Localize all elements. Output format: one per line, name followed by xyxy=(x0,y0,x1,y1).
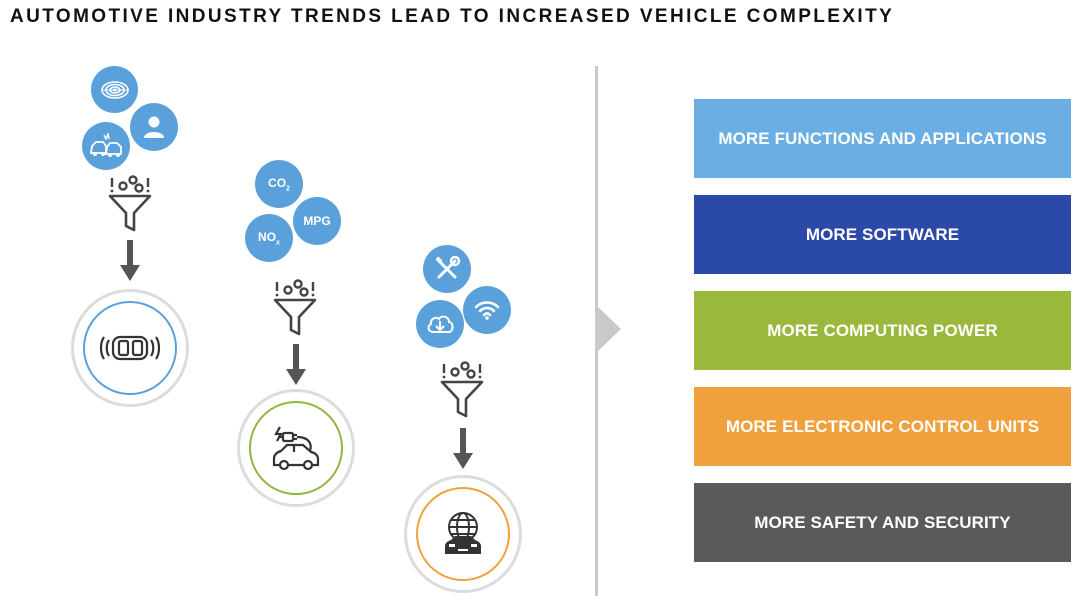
page-title: AUTOMOTIVE INDUSTRY TRENDS LEAD TO INCRE… xyxy=(10,6,895,27)
outcome-bar-label: MORE ELECTRONIC CONTROL UNITS xyxy=(725,416,1040,436)
funnel-icon xyxy=(273,279,317,336)
mpg-label: MPG xyxy=(303,214,331,228)
tools-icon xyxy=(423,245,471,293)
nox-label: NO xyxy=(258,229,277,244)
outcome-bar-label: MORE FUNCTIONS AND APPLICATIONS xyxy=(718,128,1047,148)
funnel-icon xyxy=(108,175,152,232)
mpg-bubble: MPG xyxy=(293,197,341,245)
car-collision-icon xyxy=(82,122,130,170)
co2-bubble: CO2 xyxy=(255,160,303,208)
down-arrow-icon xyxy=(286,344,306,385)
wifi-icon xyxy=(463,286,511,334)
co2-subscript: 2 xyxy=(286,185,290,193)
person-icon xyxy=(130,103,178,151)
connected-car-globe-icon xyxy=(416,487,510,581)
co2-label: CO xyxy=(268,175,287,190)
outcome-bar-label: MORE SAFETY AND SECURITY xyxy=(754,512,1011,532)
outcome-bar: MORE ELECTRONIC CONTROL UNITS xyxy=(694,387,1071,466)
nox-bubble: NOx xyxy=(245,214,293,262)
outcome-bar-label: MORE COMPUTING POWER xyxy=(767,320,998,340)
funnel-icon xyxy=(440,361,484,418)
outcome-bar: MORE FUNCTIONS AND APPLICATIONS xyxy=(694,99,1071,178)
outcome-bar-label: MORE SOFTWARE xyxy=(805,224,960,244)
electric-car-plug-icon xyxy=(249,401,343,495)
radar-icon xyxy=(91,66,138,113)
outcome-bar: MORE COMPUTING POWER xyxy=(694,291,1071,370)
section-divider xyxy=(595,66,598,596)
down-arrow-icon xyxy=(453,428,473,469)
outcome-bar: MORE SOFTWARE xyxy=(694,195,1071,274)
cloud-download-icon xyxy=(416,300,464,348)
autonomous-car-sensors-icon xyxy=(83,301,177,395)
down-arrow-icon xyxy=(120,240,140,281)
outcome-bar: MORE SAFETY AND SECURITY xyxy=(694,483,1071,562)
chevron-right-icon xyxy=(597,306,621,352)
nox-subscript: x xyxy=(276,239,280,247)
